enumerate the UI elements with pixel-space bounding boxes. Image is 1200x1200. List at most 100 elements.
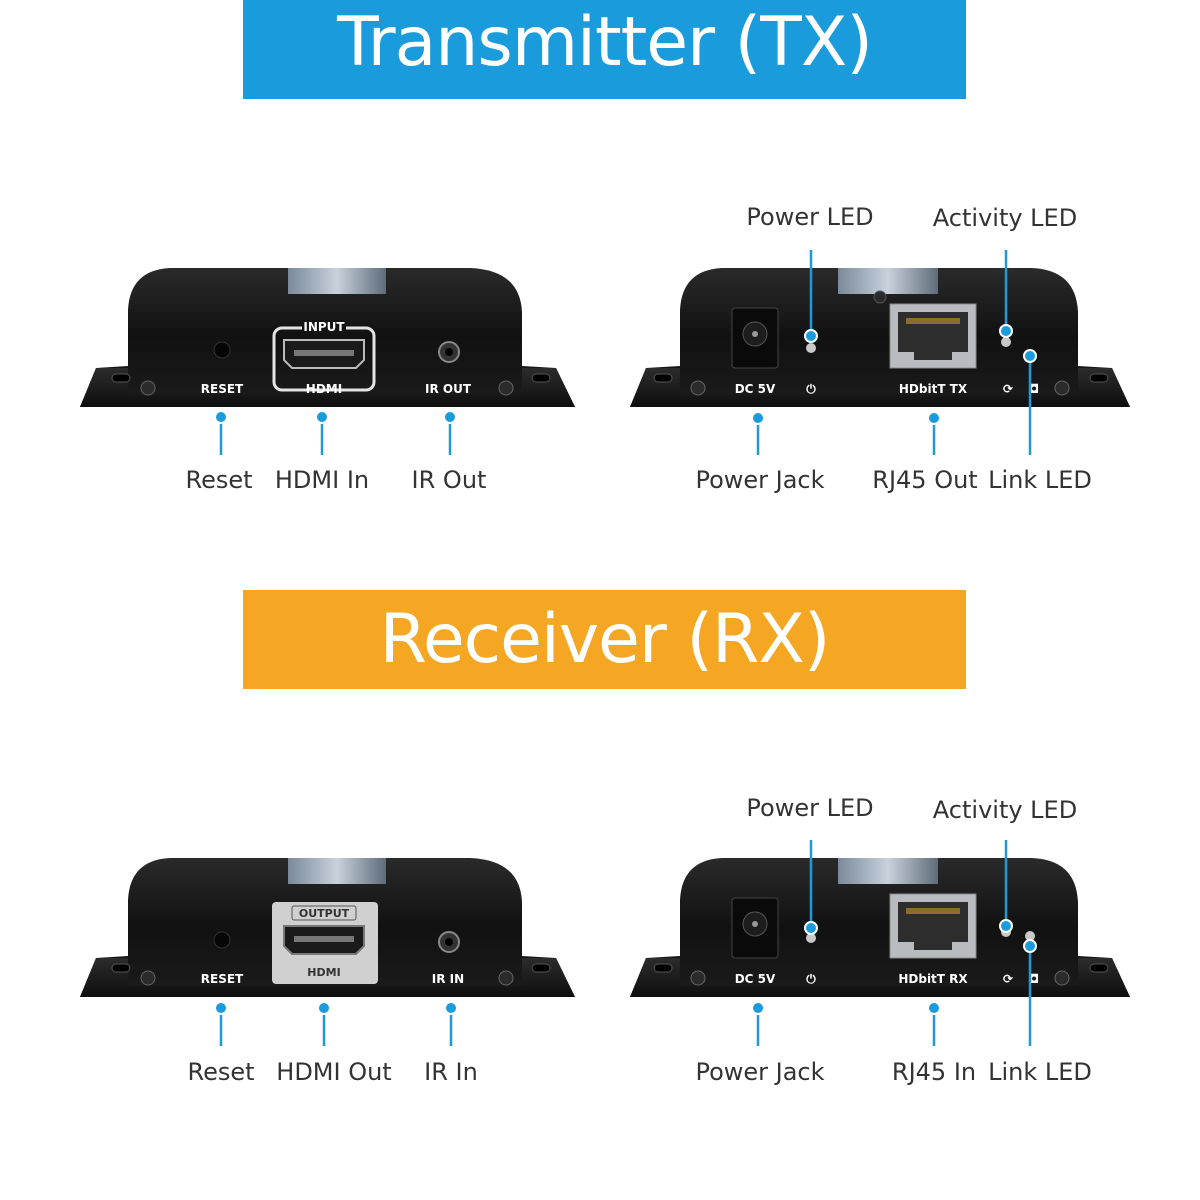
callout-dot <box>214 1001 228 1015</box>
label-power-led: Power LED <box>746 794 873 822</box>
reset-button[interactable] <box>213 341 231 359</box>
port-frame-label-box <box>291 905 357 921</box>
ir-jack-hole <box>445 938 453 946</box>
power-symbol-icon: ⏻ <box>806 382 816 396</box>
hdmi-pins <box>294 936 354 942</box>
label-reset: Reset <box>185 466 252 494</box>
link-led <box>1025 931 1035 941</box>
screw-icon <box>1054 970 1070 986</box>
mount-slot <box>531 373 551 383</box>
rx-front-callouts: Reset HDMI Out IR In <box>187 1001 478 1086</box>
screw-icon <box>498 380 514 396</box>
screw-icon <box>1054 380 1070 396</box>
mounting-flange <box>630 958 1130 997</box>
label-link-led: Link LED <box>988 1058 1092 1086</box>
tx-front-device: INPUT RESET HDMI IR OUT <box>80 268 575 407</box>
label-activity-led: Activity LED <box>933 204 1077 232</box>
activity-led <box>1001 337 1011 347</box>
link-symbol-icon: ◘ <box>1029 972 1039 986</box>
power-symbol-icon: ⏻ <box>806 972 816 986</box>
label-activity-led: Activity LED <box>933 796 1077 824</box>
rx-front-device: OUTPUT HDMI RESET IR IN <box>80 858 575 997</box>
label-link-led: Link LED <box>988 466 1092 494</box>
mount-slot <box>653 963 673 973</box>
dc-silk-label: DC 5V <box>735 972 776 986</box>
label-power-led: Power LED <box>746 203 873 231</box>
callout-dot <box>999 324 1013 338</box>
reset-button[interactable] <box>213 931 231 949</box>
dc-jack-pin <box>752 921 758 927</box>
top-label-strip <box>838 268 938 294</box>
label-rj45-out: RJ45 Out <box>872 466 977 494</box>
mount-slot <box>1089 373 1109 383</box>
callout-dot <box>999 919 1013 933</box>
dc-silk-label: DC 5V <box>735 382 776 396</box>
label-power-jack: Power Jack <box>695 1058 824 1086</box>
reset-silk-label: RESET <box>201 972 244 986</box>
callout-dot <box>315 410 329 424</box>
activity-symbol-icon: ⟳ <box>1003 972 1013 986</box>
activity-symbol-icon: ⟳ <box>1003 382 1013 396</box>
screw-icon <box>690 970 706 986</box>
label-hdmi-in: HDMI In <box>275 466 369 494</box>
mount-slot <box>1089 963 1109 973</box>
callout-dot <box>804 329 818 343</box>
callout-dot <box>444 1001 458 1015</box>
callout-dot <box>927 1001 941 1015</box>
tx-back-callouts: Power LED Activity LED Power Jack RJ45 O… <box>695 203 1091 494</box>
callout-dot <box>927 411 941 425</box>
mounting-flange <box>80 958 575 997</box>
callout-dot <box>443 410 457 424</box>
power-led <box>806 933 816 943</box>
port-frame-label: OUTPUT <box>299 907 350 920</box>
hdmi-pins <box>294 350 354 356</box>
screw-icon <box>873 290 887 304</box>
callout-dot <box>214 410 228 424</box>
label-power-jack: Power Jack <box>695 466 824 494</box>
callout-dot <box>751 1001 765 1015</box>
rj45-contacts <box>906 908 960 914</box>
ir-silk-label: IR OUT <box>425 382 472 396</box>
label-rj45-in: RJ45 In <box>892 1058 976 1086</box>
mount-slot <box>653 373 673 383</box>
top-label-strip <box>838 858 938 884</box>
port-frame-label: INPUT <box>303 320 345 334</box>
rj45-contacts <box>906 318 960 324</box>
callout-dot <box>804 921 818 935</box>
screw-icon <box>140 970 156 986</box>
mount-slot <box>111 963 131 973</box>
hdmi-silk-label: HDMI <box>307 966 340 979</box>
mounting-flange <box>80 368 575 407</box>
mount-slot <box>111 373 131 383</box>
top-label-strip <box>288 858 386 884</box>
screw-icon <box>690 380 706 396</box>
power-led <box>806 343 816 353</box>
transmitter-title-banner: Transmitter (TX) <box>243 0 966 99</box>
port-frame-label-bg <box>302 320 346 334</box>
ir-jack-hole <box>445 348 453 356</box>
callout-dot <box>751 411 765 425</box>
ir-silk-label: IR IN <box>432 972 464 986</box>
link-symbol-icon: ◘ <box>1029 382 1039 396</box>
reset-silk-label: RESET <box>201 382 244 396</box>
tx-back-device: DC 5V ⏻ HDbitT TX ⟳ ◘ <box>630 268 1130 407</box>
rj45-silk-label: HDbitT TX <box>899 382 968 396</box>
hdmi-silk-label: HDMI <box>306 382 342 396</box>
label-ir-out: IR Out <box>412 466 487 494</box>
mount-slot <box>531 963 551 973</box>
label-reset: Reset <box>187 1058 254 1086</box>
label-ir-in: IR In <box>424 1058 478 1086</box>
callout-dot <box>317 1001 331 1015</box>
mounting-flange <box>630 368 1130 407</box>
rj45-silk-label: HDbitT RX <box>898 972 968 986</box>
rx-back-device: DC 5V ⏻ HDbitT RX ⟳ ◘ <box>630 858 1130 997</box>
screw-icon <box>498 970 514 986</box>
tx-front-callouts: Reset HDMI In IR Out <box>185 410 487 494</box>
rx-back-callouts: Power LED Activity LED Power Jack RJ45 I… <box>695 794 1091 1086</box>
callout-dot <box>1023 349 1037 363</box>
dc-jack-pin <box>752 331 758 337</box>
top-label-strip <box>288 268 386 294</box>
callout-dot <box>1023 939 1037 953</box>
screw-icon <box>140 380 156 396</box>
